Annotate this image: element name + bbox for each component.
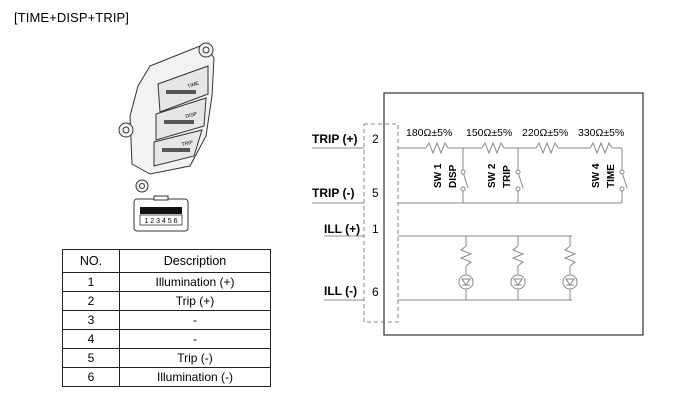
- label-disp: DISP: [185, 111, 198, 120]
- col-header-description: Description: [119, 249, 271, 273]
- terminal-trip-minus-pin: 5: [372, 186, 379, 200]
- connector-illustration: 1 2 3 4 5 6: [133, 195, 189, 232]
- table-row: 4-: [62, 329, 271, 349]
- connector-pin-numbers: 1 2 3 4 5 6: [144, 218, 177, 225]
- switch-2-id: SW 2: [487, 163, 498, 188]
- switch-1-name: DISP: [448, 164, 459, 188]
- resistor-label-1: 180Ω±5%: [406, 127, 452, 139]
- table-row: 3-: [62, 310, 271, 330]
- resistor-label-4: 330Ω±5%: [578, 127, 624, 139]
- row-no: 4: [62, 329, 120, 349]
- illumination-circuit: [398, 235, 578, 301]
- terminal-ill-plus-pin: 1: [372, 222, 379, 236]
- terminal-ill-minus-pin: 6: [372, 285, 379, 299]
- schematic-outer-box: [383, 92, 644, 336]
- row-desc: Illumination (+): [119, 272, 271, 292]
- col-header-no: NO.: [62, 249, 120, 273]
- switch-4-name: TIME: [606, 164, 617, 188]
- row-no: 5: [62, 348, 120, 368]
- switch-2-name: TRIP: [502, 165, 513, 188]
- terminal-trip-plus-label: TRIP (+): [312, 132, 357, 146]
- page-title: [TIME+DISP+TRIP]: [14, 10, 130, 25]
- terminal-trip-minus-label: TRIP (-): [312, 186, 354, 200]
- row-desc: Illumination (-): [119, 367, 271, 387]
- terminal-lead-lines: [312, 147, 364, 301]
- terminal-trip-plus-pin: 2: [372, 132, 379, 146]
- label-time: TIME: [187, 80, 201, 90]
- label-trip: TRIP: [181, 140, 194, 148]
- row-desc: -: [119, 329, 271, 349]
- row-no: 6: [62, 367, 120, 387]
- row-desc: Trip (-): [119, 348, 271, 368]
- switch-1-id: SW 1: [433, 163, 444, 188]
- row-desc: -: [119, 310, 271, 330]
- row-no: 1: [62, 272, 120, 292]
- wiring-schematic: TRIP (+) 2 TRIP (-) 5 ILL (+) 1 ILL (-) …: [312, 92, 644, 336]
- connector-dashed-box: [363, 123, 399, 323]
- row-desc: Trip (+): [119, 291, 271, 311]
- switch-contacts: [460, 169, 625, 192]
- terminal-ill-plus-label: ILL (+): [324, 222, 360, 236]
- terminal-ill-minus-label: ILL (-): [324, 284, 357, 298]
- resistor-label-3: 220Ω±5%: [522, 127, 568, 139]
- switch-4-id: SW 4: [591, 163, 602, 188]
- row-no: 3: [62, 310, 120, 330]
- resistor-label-2: 150Ω±5%: [466, 127, 512, 139]
- resistor-ladder: [398, 141, 628, 204]
- switch-assembly-illustration: TIME DISP TRIP: [118, 42, 215, 193]
- row-no: 2: [62, 291, 120, 311]
